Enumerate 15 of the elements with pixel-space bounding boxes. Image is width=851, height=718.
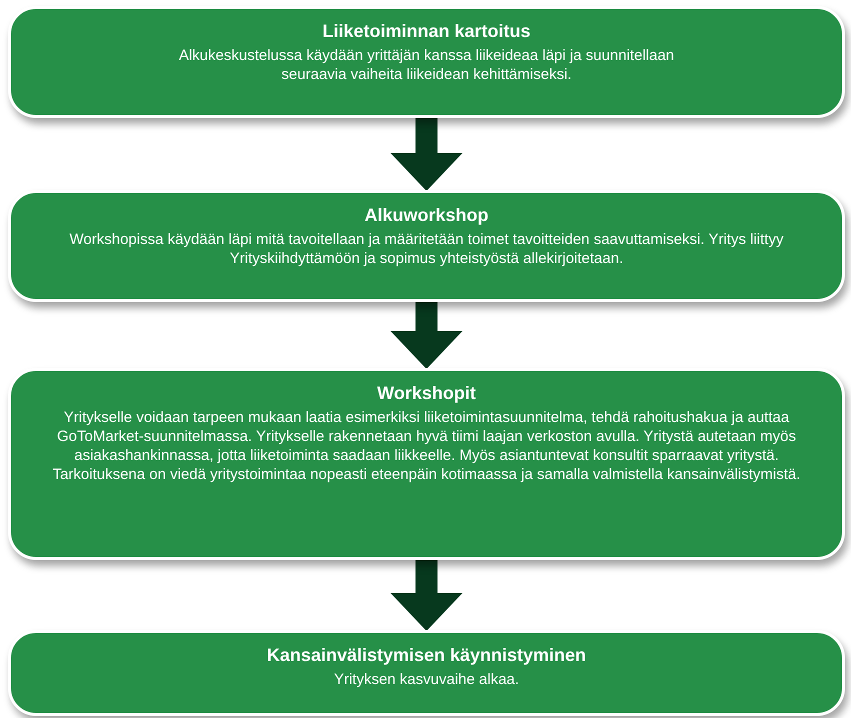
step-description: Alkukeskustelussa käydään yrittäjän kanssa liikeideaa läpi ja suunnitellaan seuraavia vaiheita liikeidean kehittämiseksi. [178,46,676,84]
step-description: Workshopissa käydään läpi mitä tavoitellaan ja määritetään toimet tavoitteiden saavuttamiseksi. Yritys liittyy Yrityskiihdyttämöön ja sopimus yhteistyöstä allekirjoitetaan. [68,230,784,268]
step-title: Liiketoiminnan kartoitus [321,21,532,42]
step-description: Yrityksen kasvuvaihe alkaa. [332,670,520,689]
process-box [8,6,845,118]
step-description: Yritykselle voidaan tarpeen mukaan laatia esimerkiksi liiketoimintasuunnitelma, tehdä rahoitushakua ja auttaa GoToMarket-suunnitelmassa. Yritykselle rakennetaan hyvä tiimi laajan verkoston avulla. Yritystä autetaan myös asiakashankinnassa, jotta liiketoiminta saadaan liikkeelle. Myös asiantuntevat konsultit sparraavat yritystä. Tarkoituksena on viedä yritystoimintaa nopeasti eteenpäin kotimaassa ja samalla valmistella kansainvälistymistä. [52,408,802,484]
arrow [390,118,462,191]
process-box [8,630,845,716]
step-title: Workshopit [376,383,477,404]
arrow [390,302,462,369]
process-box [8,368,845,560]
step-title: Alkuworkshop [363,205,490,226]
arrow [390,560,462,631]
process-box [8,190,845,302]
step-title: Kansainvälistymisen käynnistyminen [266,645,588,666]
